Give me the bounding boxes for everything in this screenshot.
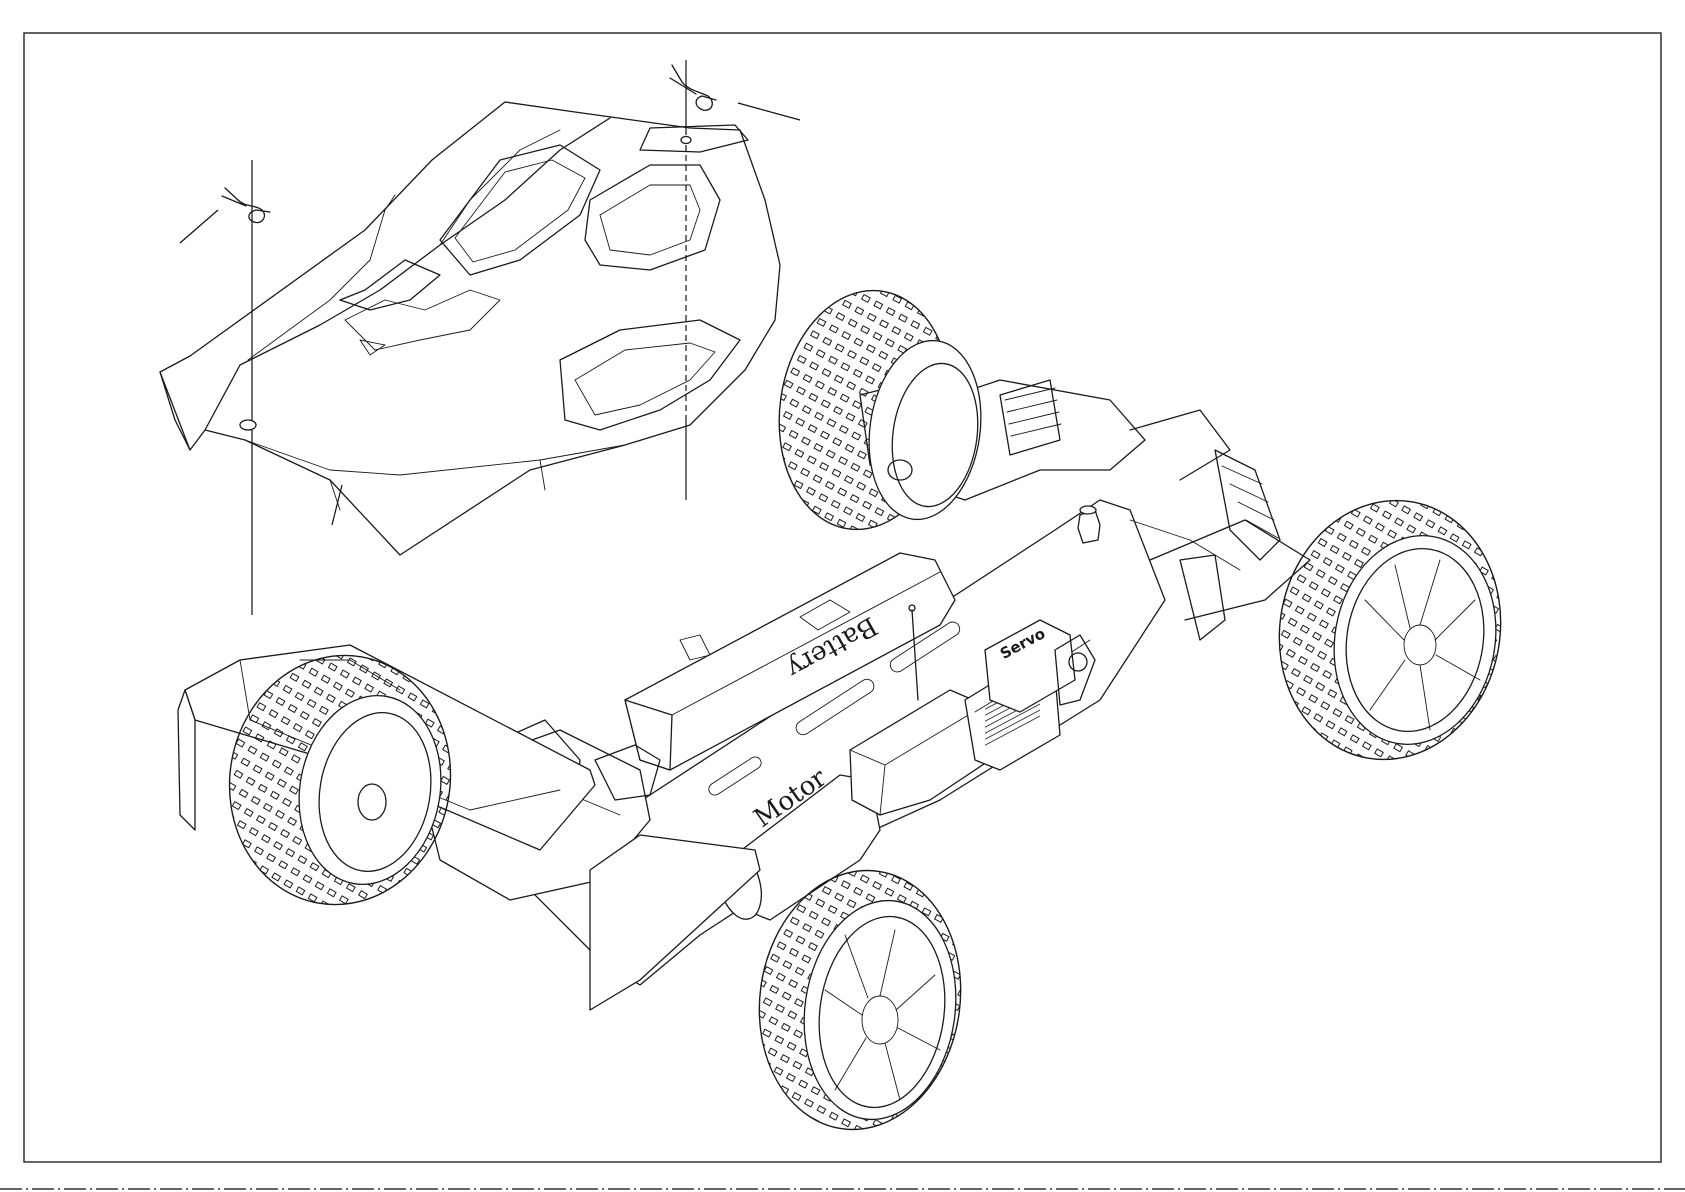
- wheel-front-right: [1259, 483, 1521, 777]
- front-shock-right: [1215, 450, 1280, 560]
- wheel-front-left: [764, 279, 992, 540]
- callout-clip-rear: [738, 103, 800, 120]
- r-clip-icon: [670, 65, 716, 110]
- callout-clip-front: [180, 210, 218, 243]
- r-clip-icon: [222, 188, 270, 223]
- body-shell: [160, 102, 780, 555]
